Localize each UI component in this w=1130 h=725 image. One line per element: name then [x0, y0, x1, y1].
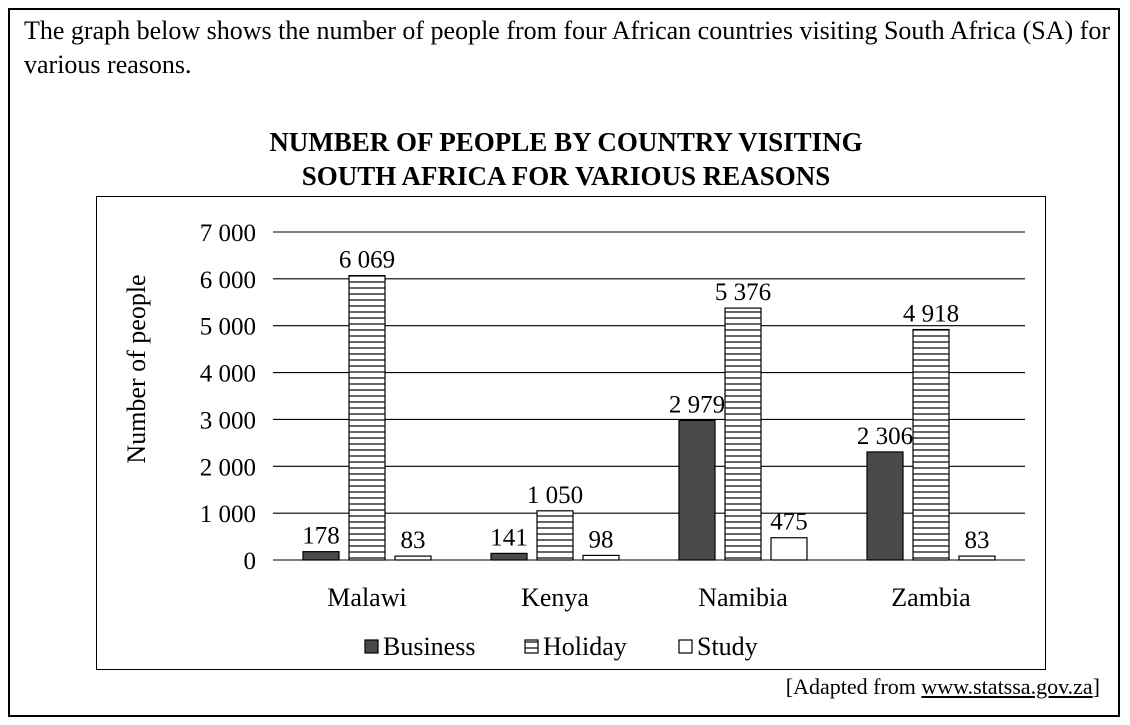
bar-business-zambia [866, 451, 904, 561]
legend-label-business: Business [383, 632, 475, 661]
bar-holiday-malawi [348, 275, 386, 561]
data-label: 83 [965, 527, 990, 554]
x-tick-label: Kenya [521, 583, 589, 612]
y-tick-label: 0 [244, 548, 257, 575]
data-label: 6 069 [339, 247, 395, 274]
chart-area: 0 1 000 2 000 3 000 4 000 5 000 6 000 7 000 178… [96, 196, 1046, 670]
y-tick-label: 2 000 [200, 454, 256, 481]
chart-title-line1: NUMBER OF PEOPLE BY COUNTRY VISITING [269, 127, 863, 157]
y-tick-label: 6 000 [200, 267, 256, 294]
chart-title-line2: SOUTH AFRICA FOR VARIOUS REASONS [301, 161, 831, 191]
legend-swatch-business [364, 639, 379, 654]
data-label: 83 [401, 527, 426, 554]
data-label: 4 918 [903, 301, 959, 328]
data-label: 475 [770, 509, 808, 536]
bar-study-kenya [582, 554, 620, 561]
source-citation: [Adapted from www.statssa.gov.za] [786, 670, 1100, 704]
y-tick-label: 4 000 [200, 361, 256, 388]
bar-holiday-zambia [912, 328, 950, 561]
data-label: 141 [490, 524, 528, 551]
bar-chart: 0 1 000 2 000 3 000 4 000 5 000 6 000 7 000 178… [122, 220, 1025, 661]
data-label: 2 306 [857, 423, 913, 450]
bar-study-malawi [394, 555, 432, 561]
y-axis-label: Number of people [122, 274, 151, 463]
legend-swatch-study [678, 639, 693, 654]
y-tick-labels: 0 1 000 2 000 3 000 4 000 5 000 6 000 7 000 [200, 220, 256, 575]
y-tick-label: 7 000 [200, 220, 256, 247]
legend: Business Holiday Study [364, 632, 758, 661]
data-label: 2 979 [669, 391, 725, 418]
bar-holiday-kenya [536, 510, 574, 561]
data-label: 1 050 [527, 482, 583, 509]
question-frame: The graph below shows the number of peop… [8, 8, 1120, 717]
legend-label-study: Study [697, 632, 758, 661]
source-suffix: ] [1092, 674, 1100, 699]
bar-study-zambia [958, 555, 996, 561]
bars [302, 275, 996, 561]
bar-holiday-namibia [724, 307, 762, 561]
x-tick-labels: Malawi Kenya Namibia Zambia [327, 583, 971, 612]
x-tick-label: Zambia [891, 583, 971, 612]
data-label: 5 376 [715, 279, 771, 306]
legend-label-holiday: Holiday [543, 632, 627, 661]
data-label: 178 [302, 523, 340, 550]
y-tick-label: 3 000 [200, 407, 256, 434]
data-label: 98 [589, 526, 614, 553]
bar-study-namibia [770, 537, 808, 561]
source-prefix: [Adapted from [785, 674, 922, 699]
x-tick-label: Namibia [698, 583, 788, 612]
gridlines [273, 231, 1025, 561]
y-tick-label: 5 000 [200, 314, 256, 341]
intro-text: The graph below shows the number of peop… [24, 16, 1110, 79]
bar-business-namibia [678, 419, 716, 561]
bar-business-kenya [490, 552, 528, 561]
x-tick-label: Malawi [327, 583, 406, 612]
source-link[interactable]: www.statssa.gov.za [921, 674, 1093, 699]
bar-business-malawi [302, 551, 340, 561]
legend-swatch-holiday [524, 639, 539, 654]
y-tick-label: 1 000 [200, 501, 256, 528]
